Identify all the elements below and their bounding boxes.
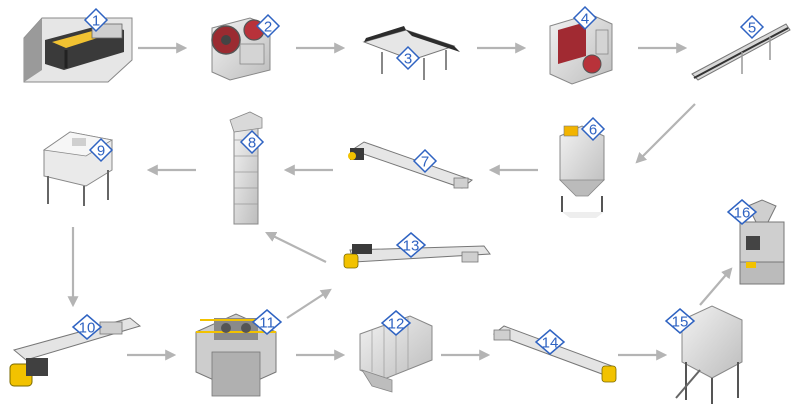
step-number-10: 10 — [79, 320, 96, 337]
step-number-8: 8 — [248, 135, 256, 152]
step-number-15: 15 — [672, 314, 689, 331]
machine-11-vertical-roller-mill — [195, 313, 277, 397]
step-number-6: 6 — [589, 122, 597, 139]
machine-16-packing-machine — [739, 199, 785, 285]
step-number-3: 3 — [404, 51, 412, 68]
machine-7-screw-conveyor — [348, 141, 474, 189]
step-number-9: 9 — [97, 143, 105, 160]
machine-5-belt-conveyor — [691, 23, 791, 81]
arrow-13-to-8 — [265, 231, 327, 263]
machine-12-pulse-dust-collector — [359, 315, 433, 393]
step-badge-2: 2 — [255, 13, 281, 39]
step-number-13: 13 — [403, 238, 420, 255]
step-badge-16: 16 — [726, 199, 758, 225]
step-number-12: 12 — [388, 316, 405, 333]
step-number-16: 16 — [734, 205, 751, 222]
machine-8-bucket-elevator — [229, 111, 263, 225]
step-badge-1: 1 — [83, 7, 109, 33]
machine-15-product-silo — [675, 305, 743, 404]
machine-1-feeding-room — [23, 17, 133, 83]
step-badge-6: 6 — [580, 116, 606, 142]
machine-2-jaw-crusher — [211, 17, 271, 81]
step-number-1: 1 — [92, 13, 100, 30]
step-badge-8: 8 — [239, 129, 265, 155]
step-badge-7: 7 — [412, 148, 438, 174]
step-number-14: 14 — [542, 335, 559, 352]
step-badge-13: 13 — [395, 232, 427, 258]
step-badge-14: 14 — [534, 329, 566, 355]
step-badge-3: 3 — [395, 45, 421, 71]
flow-arrows — [67, 42, 733, 361]
machine-10-screw-feeder — [9, 317, 142, 387]
step-badge-12: 12 — [380, 310, 412, 336]
arrow-11-to-13 — [286, 288, 332, 319]
step-badge-4: 4 — [572, 5, 598, 31]
step-number-7: 7 — [421, 154, 429, 171]
step-number-5: 5 — [748, 20, 756, 37]
step-badge-15: 15 — [664, 308, 696, 334]
step-number-11: 11 — [259, 315, 275, 332]
step-badge-10: 10 — [71, 314, 103, 340]
arrow-15-to-16 — [699, 267, 733, 306]
step-badge-5: 5 — [739, 14, 765, 40]
machine-9-storage-bin — [42, 131, 114, 206]
arrow-5-to-6 — [635, 103, 696, 164]
step-number-2: 2 — [264, 19, 272, 36]
machine-6-raw-material-silo — [559, 125, 605, 218]
step-number-4: 4 — [581, 11, 589, 28]
step-badge-11: 11 — [251, 309, 283, 335]
machine-13-screw-conveyor — [343, 244, 491, 269]
machine-3-vibrating-feeder — [362, 26, 460, 80]
step-badge-9: 9 — [88, 137, 114, 163]
